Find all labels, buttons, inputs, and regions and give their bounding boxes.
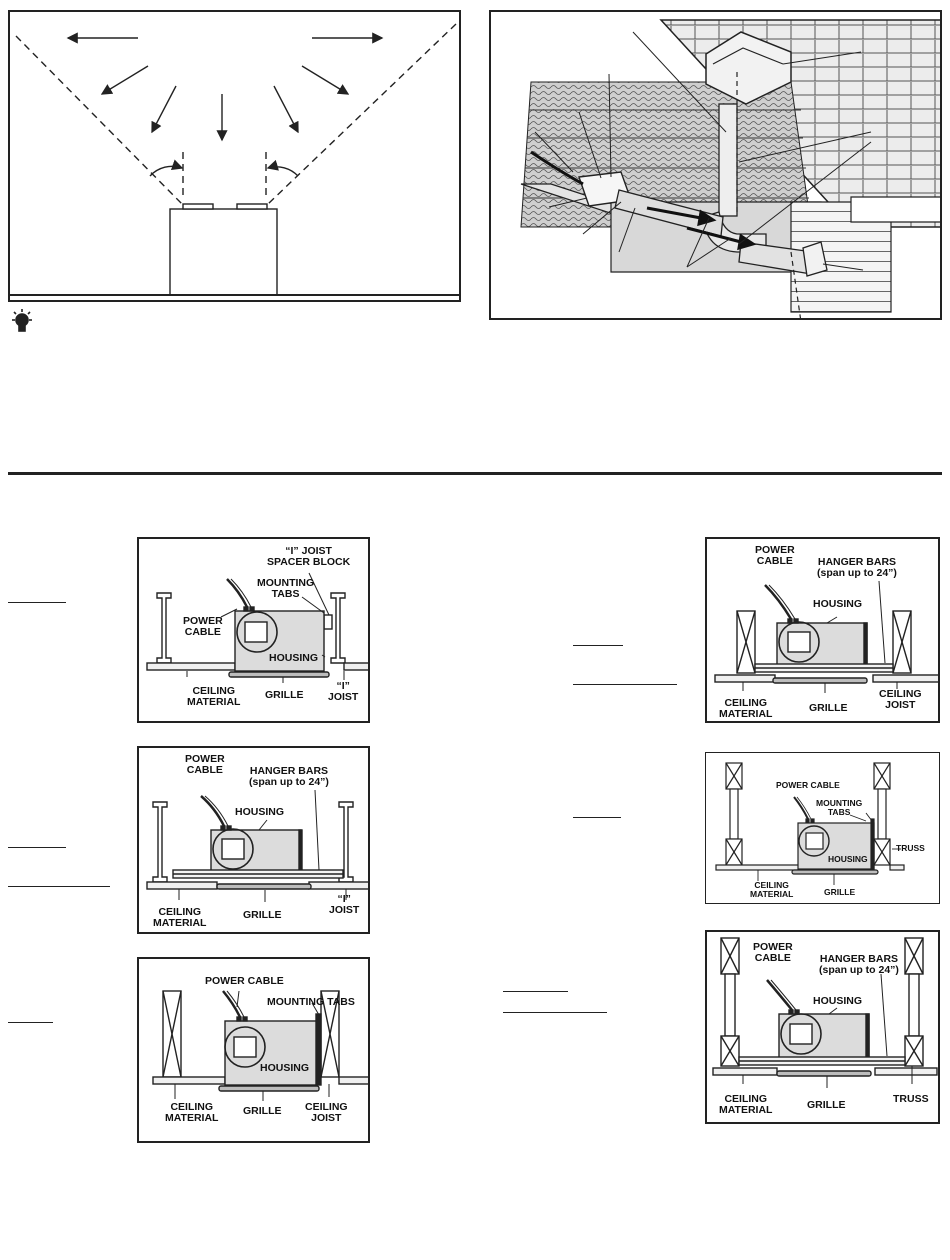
label-mounting-tabs: MOUNTING TABS bbox=[816, 798, 863, 817]
airflow-drawing bbox=[10, 23, 459, 296]
label-power-cable: POWER CABLE bbox=[753, 941, 793, 964]
label-power-cable: POWER CABLE bbox=[776, 780, 840, 790]
label-ceiling-material: CEILING MATERIAL bbox=[165, 1101, 219, 1124]
label-housing: HOUSING bbox=[813, 598, 863, 610]
label-housing: HOUSING bbox=[828, 854, 868, 864]
underline-mark bbox=[8, 886, 110, 887]
label-power-cable: POWER CABLE bbox=[183, 615, 223, 638]
label-hanger-bars: HANGER BARS (span up to 24”) bbox=[819, 953, 899, 976]
label-housing: HOUSING bbox=[235, 806, 285, 818]
label-power-cable: POWER CABLE bbox=[205, 975, 284, 987]
underline-mark bbox=[573, 684, 677, 685]
label-ceiling-material: CEILING MATERIAL bbox=[153, 906, 207, 929]
underline-mark bbox=[8, 847, 66, 848]
attic-drawing bbox=[520, 19, 940, 318]
label-power-cable: POWER CABLE bbox=[755, 544, 795, 567]
label-ceiling-material: CEILING MATERIAL bbox=[719, 1093, 773, 1116]
label-grille: GRILLE bbox=[824, 887, 856, 897]
label-truss: TRUSS bbox=[896, 843, 925, 853]
truss-mounting-tabs-diagram: POWER CABLE MOUNTING TABS HOUSING TRUSS … bbox=[705, 752, 940, 904]
label-ceiling-joist: CEILING JOIST bbox=[879, 688, 922, 711]
underline-mark bbox=[573, 645, 623, 646]
underline-mark bbox=[8, 1022, 53, 1023]
label-ceiling-joist: CEILING JOIST bbox=[305, 1101, 348, 1124]
label-grille: GRILLE bbox=[809, 702, 848, 714]
label-housing: HOUSING bbox=[260, 1062, 310, 1074]
label-ceiling-material: CEILING MATERIAL bbox=[750, 880, 794, 899]
underline-mark bbox=[503, 991, 568, 992]
label-hanger-bars: HANGER BARS (span up to 24”) bbox=[249, 765, 329, 788]
ceiling-joist-mounting-tabs-diagram: POWER CABLE MOUNTING TABS HOUSING CEILIN… bbox=[137, 957, 370, 1143]
label-hanger-bars: HANGER BARS (span up to 24”) bbox=[817, 556, 897, 579]
underline-mark bbox=[573, 817, 621, 818]
label-housing: HOUSING bbox=[269, 652, 319, 664]
label-ceiling-material: CEILING MATERIAL bbox=[719, 697, 773, 720]
label-i-joist: “I” JOIST bbox=[329, 893, 360, 916]
underline-mark bbox=[503, 1012, 607, 1013]
section-divider bbox=[8, 472, 942, 475]
i-joist-hanger-bars-diagram: POWER CABLE HANGER BARS (span up to 24”)… bbox=[137, 746, 370, 934]
label-grille: GRILLE bbox=[243, 1105, 282, 1117]
truss-hanger-bars-diagram: POWER CABLE HANGER BARS (span up to 24”)… bbox=[705, 930, 940, 1124]
label-truss: TRUSS bbox=[893, 1093, 929, 1105]
label-grille: GRILLE bbox=[265, 689, 304, 701]
label-grille: GRILLE bbox=[243, 909, 282, 921]
ceiling-joist-hanger-bars-diagram: POWER CABLE HANGER BARS (span up to 24”)… bbox=[705, 537, 940, 723]
label-i-joist: “I” JOIST bbox=[328, 680, 359, 703]
i-joist-spacer-diagram: “I” JOIST SPACER BLOCK MOUNTING TABS POW… bbox=[137, 537, 370, 723]
label-power-cable: POWER CABLE bbox=[185, 753, 225, 776]
label-mounting-tabs: MOUNTING TABS bbox=[257, 577, 315, 600]
attic-installation-drawing bbox=[489, 10, 942, 320]
label-housing: HOUSING bbox=[813, 995, 863, 1007]
airflow-diagram bbox=[8, 10, 461, 302]
lightbulb-icon bbox=[8, 307, 36, 335]
label-mounting-tabs: MOUNTING TABS bbox=[267, 996, 355, 1008]
label-ceiling-material: CEILING MATERIAL bbox=[187, 685, 241, 708]
label-grille: GRILLE bbox=[807, 1099, 846, 1111]
underline-mark bbox=[8, 602, 66, 603]
label-i-joist-spacer-block: “I” JOIST SPACER BLOCK bbox=[267, 545, 351, 568]
